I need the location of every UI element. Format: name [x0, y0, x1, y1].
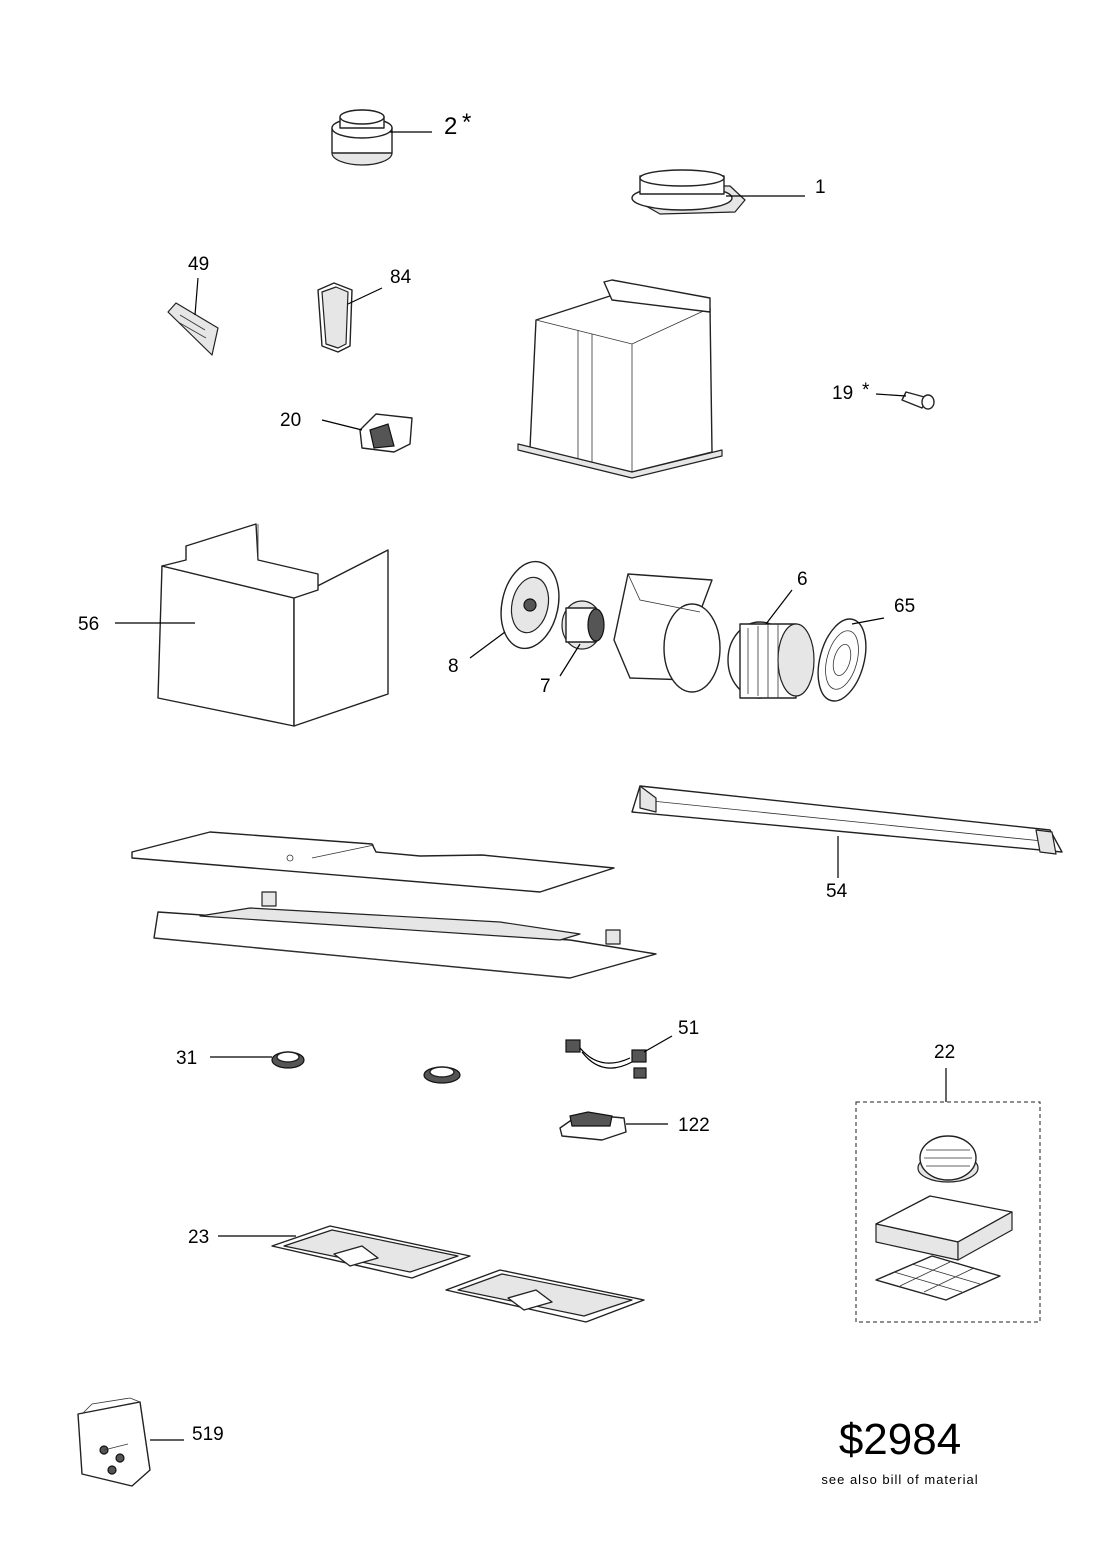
part-6-fan-wheel[interactable] — [727, 589, 815, 699]
label-part-8: 8 — [448, 656, 459, 677]
label-part-22: 22 — [934, 1042, 955, 1063]
part-31-light-lens-second[interactable] — [423, 1066, 461, 1084]
label-part-2-star: * — [462, 109, 471, 136]
label-part-7: 7 — [540, 676, 551, 697]
hood-bottom-pan[interactable] — [153, 891, 657, 979]
part-1-flange-ring[interactable] — [631, 169, 805, 215]
part-31-light-lens[interactable] — [210, 1051, 305, 1069]
part-84-handle-cover[interactable] — [317, 282, 383, 353]
part-49-control-board[interactable] — [167, 277, 219, 356]
label-part-1: 1 — [815, 177, 826, 198]
blower-scroll[interactable] — [613, 573, 721, 693]
part-56-chimney-cover[interactable] — [115, 523, 389, 727]
label-part-49: 49 — [188, 254, 209, 275]
part-51-wire-harness[interactable] — [565, 1035, 673, 1079]
label-part-2: 2 — [444, 113, 457, 140]
label-part-19-star: * — [862, 380, 870, 401]
label-part-122: 122 — [678, 1115, 710, 1136]
part-23-grease-filter[interactable] — [218, 1225, 471, 1279]
price-note: see also bill of material — [821, 1472, 979, 1487]
label-part-56: 56 — [78, 614, 99, 635]
label-part-54: 54 — [826, 881, 848, 902]
part-23-grease-filter-second[interactable] — [445, 1269, 645, 1323]
part-7-motor[interactable] — [559, 600, 605, 677]
label-part-6: 6 — [797, 569, 808, 590]
blower-housing-frame[interactable] — [517, 279, 723, 479]
part-22-recirculation-kit[interactable] — [855, 1068, 1041, 1323]
part-122-light-module[interactable] — [559, 1111, 668, 1141]
hood-top-panel[interactable] — [131, 831, 615, 893]
part-20-switch[interactable] — [321, 413, 413, 453]
part-519-hardware-bag[interactable] — [77, 1397, 184, 1487]
part-54-front-rail[interactable] — [631, 785, 1063, 878]
label-part-23: 23 — [188, 1227, 209, 1248]
label-part-51: 51 — [678, 1018, 699, 1039]
label-part-20: 20 — [280, 410, 301, 431]
label-part-519: 519 — [192, 1424, 224, 1445]
price-value: $2984 — [838, 1415, 962, 1464]
label-part-31: 31 — [176, 1048, 197, 1069]
part-2-duct-collar[interactable] — [331, 109, 432, 166]
price-block: $2984 see also bill of material — [800, 1415, 1000, 1488]
part-19-connector[interactable] — [875, 391, 935, 410]
part-8-motor-plate[interactable] — [469, 556, 567, 659]
label-part-19: 19 — [832, 383, 853, 404]
label-part-65: 65 — [894, 596, 915, 617]
part-65-fan-grille[interactable] — [810, 614, 885, 707]
label-part-84: 84 — [390, 267, 412, 288]
